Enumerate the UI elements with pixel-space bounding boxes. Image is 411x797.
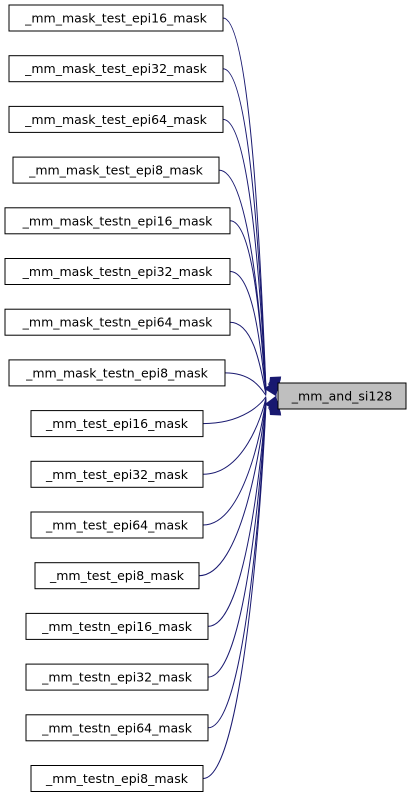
edge-mm-mask-testn-epi8-mask	[224, 372, 267, 396]
node-label: _mm_mask_testn_epi64_mask	[22, 315, 213, 330]
node-mm-testn-epi64-mask[interactable]: _mm_testn_epi64_mask	[25, 714, 209, 742]
node-mm-test-epi64-mask[interactable]: _mm_test_epi64_mask	[30, 511, 204, 539]
node-mm-mask-test-epi64-mask[interactable]: _mm_mask_test_epi64_mask	[8, 105, 224, 133]
node-label: _mm_mask_testn_epi8_mask	[25, 365, 209, 380]
edge-mm-test-epi16-mask	[202, 396, 267, 425]
node-mm-mask-test-epi8-mask[interactable]: _mm_mask_test_epi8_mask	[12, 156, 220, 184]
node-mm-mask-test-epi16-mask[interactable]: _mm_mask_test_epi16_mask	[8, 4, 224, 32]
node-box	[8, 4, 224, 32]
node-box	[30, 765, 204, 792]
node-box	[8, 359, 226, 387]
node-target-mm-and-si128[interactable]: _mm_and_si128	[277, 382, 407, 410]
node-label: _mm_testn_epi8_mask	[45, 771, 189, 786]
node-label: _mm_test_epi64_mask	[45, 518, 189, 533]
node-box	[25, 663, 209, 691]
edge-mm-testn-epi8-mask	[202, 402, 267, 779]
arrowhead-mm-mask-testn-epi8-mask	[264, 382, 277, 397]
edge-mm-mask-testn-epi64-mask	[229, 321, 267, 395]
node-label: _mm_test_epi32_mask	[45, 467, 189, 482]
graph-nodes: _mm_mask_test_epi16_mask _mm_mask_test_ep…	[4, 4, 407, 792]
node-label: _mm_mask_test_epi32_mask	[24, 61, 208, 76]
node-mm-mask-test-epi32-mask[interactable]: _mm_mask_test_epi32_mask	[8, 55, 224, 83]
edge-mm-mask-test-epi64-mask	[222, 118, 267, 392]
node-box	[12, 156, 220, 184]
node-box	[30, 410, 204, 438]
node-box	[30, 460, 204, 488]
edge-mm-testn-epi64-mask	[207, 401, 267, 729]
edge-mm-mask-testn-epi32-mask	[229, 271, 267, 394]
node-label: _mm_test_epi16_mask	[45, 416, 189, 431]
node-box	[25, 612, 209, 640]
node-label: _mm_testn_epi16_mask	[41, 619, 193, 634]
node-mm-test-epi8-mask[interactable]: _mm_test_epi8_mask	[34, 562, 200, 590]
node-label: _mm_testn_epi64_mask	[41, 720, 193, 735]
node-mm-mask-testn-epi8-mask[interactable]: _mm_mask_testn_epi8_mask	[8, 359, 226, 387]
node-label: _mm_mask_test_epi16_mask	[24, 11, 208, 26]
node-label: _mm_mask_test_epi8_mask	[28, 163, 204, 178]
node-box	[4, 258, 231, 285]
node-box	[25, 714, 209, 742]
node-mm-testn-epi32-mask[interactable]: _mm_testn_epi32_mask	[25, 663, 209, 691]
node-mm-mask-testn-epi16-mask[interactable]: _mm_mask_testn_epi16_mask	[4, 207, 231, 235]
edge-mm-testn-epi16-mask	[207, 400, 267, 627]
node-label: _mm_test_epi8_mask	[49, 568, 185, 583]
node-label: _mm_mask_testn_epi16_mask	[22, 213, 213, 228]
node-box	[4, 207, 231, 235]
edge-mm-test-epi8-mask	[198, 399, 267, 577]
node-mm-mask-testn-epi64-mask[interactable]: _mm_mask_testn_epi64_mask	[4, 308, 231, 336]
node-mm-testn-epi16-mask[interactable]: _mm_testn_epi16_mask	[25, 612, 209, 640]
node-label: _mm_mask_test_epi64_mask	[24, 112, 208, 127]
node-label: _mm_mask_testn_epi32_mask	[22, 264, 213, 279]
edge-mm-test-epi64-mask	[202, 398, 267, 526]
node-mm-testn-epi8-mask[interactable]: _mm_testn_epi8_mask	[30, 765, 204, 792]
node-box	[30, 511, 204, 539]
target-node-box	[277, 382, 407, 410]
node-box	[4, 308, 231, 336]
edge-mm-mask-testn-epi16-mask	[229, 220, 267, 393]
node-box	[34, 562, 200, 590]
node-box	[8, 105, 224, 133]
edge-mm-test-epi32-mask	[202, 397, 267, 475]
target-node-label: _mm_and_si128	[291, 389, 393, 404]
node-box	[8, 55, 224, 83]
node-label: _mm_testn_epi32_mask	[41, 670, 193, 685]
node-mm-mask-testn-epi32-mask[interactable]: _mm_mask_testn_epi32_mask	[4, 258, 231, 285]
graph-edges	[198, 17, 282, 779]
node-mm-test-epi16-mask[interactable]: _mm_test_epi16_mask	[30, 410, 204, 438]
node-mm-test-epi32-mask[interactable]: _mm_test_epi32_mask	[30, 460, 204, 488]
